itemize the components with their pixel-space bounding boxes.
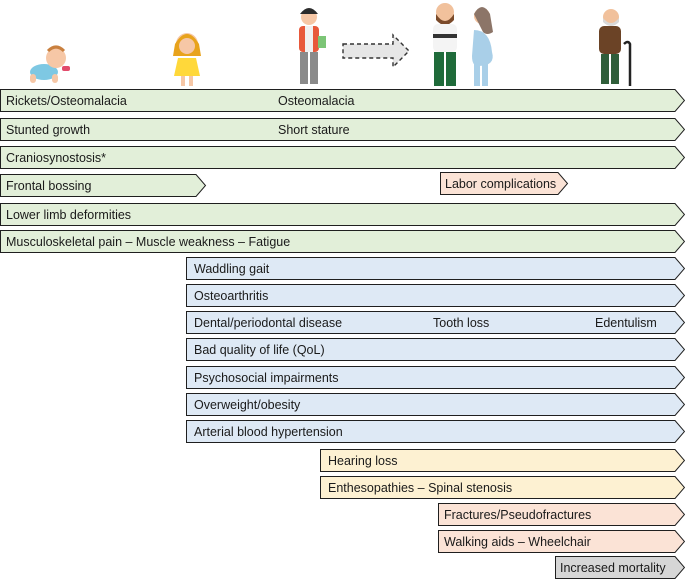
- arrow-shape-path: [186, 420, 685, 443]
- arrow-shape-path: [0, 89, 685, 112]
- arrow-shape-path: [186, 393, 685, 416]
- arrow-shape-path: [0, 146, 685, 169]
- bar-label: Stunted growth: [6, 123, 91, 137]
- arrow-shape-path: [440, 172, 569, 195]
- arrow-shape-path: [555, 556, 685, 579]
- bar-label: Tooth loss: [433, 316, 490, 330]
- arrow-shape-path: [186, 284, 685, 307]
- bar-label: Dental/periodontal disease: [194, 316, 343, 330]
- bar-rickets-osteomalacia: Rickets/Osteomalacia Osteomalacia: [0, 89, 685, 112]
- arrow-shape: [438, 530, 685, 553]
- arrow-shape-path: [320, 449, 685, 472]
- bar-label: Short stature: [278, 123, 350, 137]
- life-stage-figures: [30, 3, 632, 86]
- bar-label: Overweight/obesity: [194, 398, 301, 412]
- bar-hearing-loss: Hearing loss: [320, 449, 685, 472]
- bar-label: Hearing loss: [328, 454, 398, 468]
- bar-stunted-growth: Stunted growth Short stature: [0, 118, 685, 141]
- bar-lower-limb-deformities: Lower limb deformities: [0, 203, 685, 226]
- bar-overweight-obesity: Overweight/obesity: [186, 393, 685, 416]
- bar-label: Musculoskeletal pain – Muscle weakness –…: [6, 235, 291, 249]
- arrow-shape: [0, 174, 207, 197]
- bar-increased-mortality: Increased mortality: [555, 556, 685, 579]
- elderly-man-cane-icon: [599, 9, 632, 86]
- crawling-baby-icon: [30, 45, 70, 83]
- bar-label: Lower limb deformities: [6, 208, 132, 222]
- arrow-shape: [186, 420, 685, 443]
- arrow-shape-path: [438, 503, 685, 526]
- bar-walking-aids-wheelchair: Walking aids – Wheelchair: [438, 530, 685, 553]
- bar-craniosynostosis: Craniosynostosis*: [0, 146, 685, 169]
- arrow-shape: [0, 118, 685, 141]
- bar-arterial-hypertension: Arterial blood hypertension: [186, 420, 685, 443]
- bar-fractures-pseudofractures: Fractures/Pseudofractures: [438, 503, 685, 526]
- arrow-shape: [186, 284, 685, 307]
- arrow-shape: [186, 393, 685, 416]
- bar-labor-complications: Labor complications: [440, 172, 569, 195]
- girl-icon: [173, 33, 201, 86]
- bar-musculoskeletal-pain: Musculoskeletal pain – Muscle weakness –…: [0, 230, 685, 253]
- bar-psychosocial-impairments: Psychosocial impairments: [186, 366, 685, 389]
- arrow-shape-path: [186, 366, 685, 389]
- arrow-shape: [0, 146, 685, 169]
- arrow-shape: [186, 257, 685, 280]
- arrow-shape: [186, 311, 685, 334]
- arrow-shape: [555, 556, 685, 579]
- dashed-arrow-icon: [342, 33, 410, 69]
- arrow-shape-path: [186, 338, 685, 361]
- bar-label: Craniosynostosis*: [6, 151, 107, 165]
- arrow-shape-path: [0, 118, 685, 141]
- bar-label: Bad quality of life (QoL): [194, 343, 325, 357]
- bar-osteoarthritis: Osteoarthritis: [186, 284, 685, 307]
- arrow-shape-path: [186, 257, 685, 280]
- arrow-shape: [438, 503, 685, 526]
- arrow-shape: [0, 203, 685, 226]
- bar-label: Waddling gait: [194, 262, 270, 276]
- arrow-shape-path: [438, 530, 685, 553]
- bar-label: Walking aids – Wheelchair: [444, 535, 591, 549]
- arrow-shape-path: [0, 230, 685, 253]
- arrow-shape-path: [0, 174, 207, 197]
- arrow-shape-path: [186, 311, 685, 334]
- bar-label: Labor complications: [445, 177, 557, 191]
- arrow-shape: [320, 476, 685, 499]
- bar-frontal-bossing: Frontal bossing: [0, 174, 207, 197]
- arrow-shape-path: [320, 476, 685, 499]
- arrow-shape: [186, 366, 685, 389]
- teen-boy-icon: [299, 8, 326, 84]
- arrow-shape: [0, 230, 685, 253]
- bar-waddling-gait: Waddling gait: [186, 257, 685, 280]
- bar-quality-of-life: Bad quality of life (QoL): [186, 338, 685, 361]
- bar-label: Fractures/Pseudofractures: [444, 508, 592, 522]
- bar-label: Increased mortality: [560, 561, 666, 575]
- arrow-shape: [440, 172, 569, 195]
- bar-label: Psychosocial impairments: [194, 371, 339, 385]
- bar-label: Osteomalacia: [278, 94, 355, 108]
- adult-couple-pregnant-icon: [433, 3, 493, 86]
- bar-enthesopathies-spinal-stenosis: Enthesopathies – Spinal stenosis: [320, 476, 685, 499]
- bar-label: Enthesopathies – Spinal stenosis: [328, 481, 513, 495]
- bar-label: Arterial blood hypertension: [194, 425, 343, 439]
- bar-dental-periodontal-disease: Dental/periodontal disease Tooth loss Ed…: [186, 311, 685, 334]
- arrow-shape: [320, 449, 685, 472]
- arrow-shape-path: [0, 203, 685, 226]
- bar-label: Rickets/Osteomalacia: [6, 94, 127, 108]
- bar-label: Frontal bossing: [6, 179, 92, 193]
- arrow-shape: [0, 89, 685, 112]
- bar-label: Edentulism: [595, 316, 657, 330]
- bar-label: Osteoarthritis: [194, 289, 269, 303]
- arrow-shape: [186, 338, 685, 361]
